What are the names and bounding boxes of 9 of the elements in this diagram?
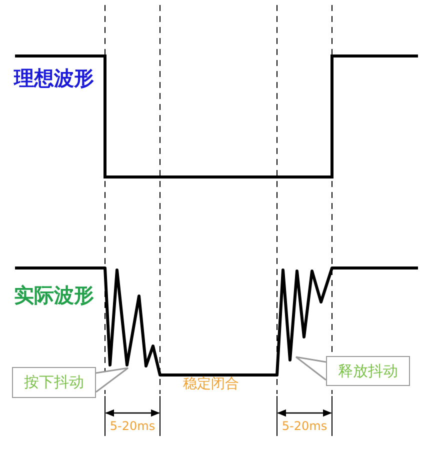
phase-label: 稳定闭合: [183, 377, 239, 391]
waveform-label: 理想波形: [14, 68, 94, 88]
dimension-label: 5-20ms: [282, 420, 328, 432]
callout-pointer: [95, 367, 129, 393]
dimension-label: 5-20ms: [110, 420, 156, 432]
callout-text: 释放抖动: [338, 362, 398, 380]
callout-pointer: [295, 356, 327, 381]
waveform-label: 实际波形: [14, 285, 94, 305]
callout-text: 按下抖动: [24, 373, 84, 392]
